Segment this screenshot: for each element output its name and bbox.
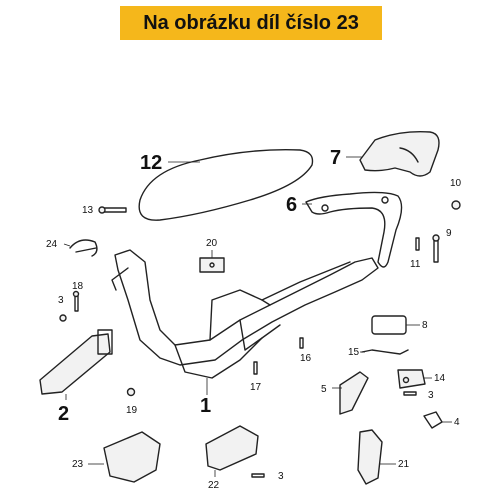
clip-part [423,411,452,429]
callout-24: 24 [46,239,58,250]
callout-18: 18 [72,281,84,292]
bolt-17 [253,361,258,375]
bolt-13 [98,206,127,214]
bolt-9 [432,234,440,263]
callout-7: 7 [330,147,341,169]
callout-6: 6 [286,194,297,216]
bracket-20-part [199,250,225,273]
callout-17: 17 [250,382,262,393]
rod-part [360,349,409,355]
callout-22: 22 [208,480,220,491]
grab-rail-part [302,191,403,268]
callout-9: 9 [446,228,452,239]
footrest-bracket-part [39,329,113,400]
callout-15: 15 [348,347,360,358]
washer-19 [126,387,136,397]
callout-3a: 3 [58,295,64,306]
callout-5: 5 [321,384,327,395]
wire-clip-part [63,239,98,257]
bolt-3b [403,391,417,396]
callout-8: 8 [422,320,428,331]
cover-plate-part [88,431,161,483]
washer-3a [59,314,67,322]
callout-21: 21 [398,459,410,470]
callout-20: 20 [206,238,218,249]
callout-2: 2 [58,403,69,425]
bolt-11 [415,237,420,251]
callout-12: 12 [140,152,162,174]
header-title: Na obrázku díl číslo 23 [143,11,359,34]
callout-23: 23 [72,459,84,470]
callout-11: 11 [410,259,421,270]
callout-19: 19 [126,405,138,416]
tube-part [332,371,369,415]
callout-10: 10 [450,178,462,189]
callout-14: 14 [434,373,446,384]
seat-part [138,149,314,221]
rear-cover-part [346,130,440,177]
bolt-3c [251,473,265,478]
side-bracket-part [357,429,396,485]
bolt-16 [299,337,304,349]
callout-1: 1 [200,395,211,417]
callout-3b: 3 [428,390,434,401]
nut-10 [451,200,461,210]
plate-part [371,315,420,335]
header-banner: Na obrázku díl číslo 23 [120,6,382,40]
bolt-18 [72,290,80,312]
bracket-14-part [397,369,432,389]
callout-16: 16 [300,353,312,364]
bracket-22-part [205,425,259,477]
callout-13: 13 [82,205,94,216]
main-frame-part [111,249,379,395]
callout-4: 4 [454,417,460,428]
callout-3c: 3 [278,471,284,482]
